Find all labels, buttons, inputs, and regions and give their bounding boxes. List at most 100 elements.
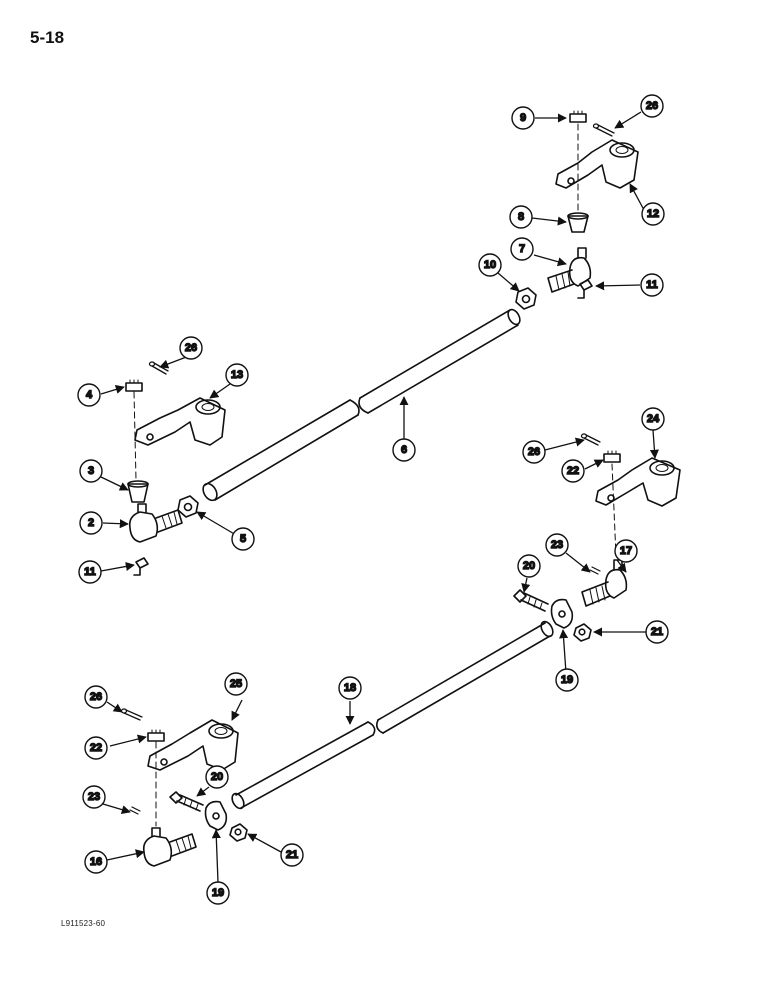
callout-18: 18 [338, 676, 362, 700]
callout-10: 10 [478, 253, 502, 277]
svg-text:12: 12 [647, 208, 659, 220]
clamp-right [550, 598, 574, 629]
svg-text:20: 20 [211, 771, 223, 783]
cotter-pin-2 [592, 123, 615, 137]
svg-text:11: 11 [646, 279, 658, 291]
svg-text:18: 18 [344, 682, 356, 694]
svg-text:24: 24 [647, 413, 660, 425]
callout-21b: 21 [280, 843, 304, 867]
callout-26b: 26 [179, 336, 203, 360]
svg-text:8: 8 [518, 211, 524, 223]
callout-26d: 26 [84, 685, 108, 709]
svg-text:23: 23 [551, 539, 563, 551]
grease-fitting-left [133, 557, 149, 576]
clamp-nut-left [229, 823, 248, 842]
callout-23b: 23 [82, 785, 106, 809]
svg-text:7: 7 [519, 243, 525, 255]
callout-26c: 26 [522, 440, 546, 464]
callout-16: 16 [84, 850, 108, 874]
svg-text:10: 10 [484, 259, 496, 271]
svg-text:21: 21 [651, 626, 663, 638]
cotter-pin-4 [120, 708, 143, 721]
callout-21a: 21 [645, 620, 669, 644]
svg-text:4: 4 [86, 389, 93, 401]
callout-leaders [100, 111, 659, 883]
lower-tie-rod-tube [231, 620, 554, 810]
callout-5: 5 [231, 527, 255, 551]
castle-nut-right-lower [603, 450, 621, 463]
callout-23a: 23 [545, 533, 569, 557]
svg-text:5: 5 [240, 533, 246, 545]
clamp-left [204, 800, 228, 831]
svg-text:21: 21 [286, 849, 298, 861]
castle-nut-left [125, 379, 143, 392]
page-number: 5-18 [30, 28, 65, 47]
left-ball-joint [128, 503, 183, 543]
callout-20a: 20 [517, 554, 541, 578]
callout-11a: 11 [640, 273, 664, 297]
callout-11b: 11 [78, 560, 102, 584]
svg-text:22: 22 [90, 742, 102, 754]
svg-text:9: 9 [520, 112, 526, 124]
callout-22b: 22 [84, 736, 108, 760]
callout-25: 25 [224, 672, 248, 696]
jam-nut-left [177, 495, 199, 518]
callout-2: 2 [79, 511, 103, 535]
svg-text:22: 22 [567, 465, 579, 477]
grease-fitting-left-lower [129, 806, 141, 815]
callout-22a: 22 [561, 459, 585, 483]
grease-fitting-right-lower [589, 566, 601, 575]
svg-text:6: 6 [401, 444, 407, 456]
svg-text:19: 19 [212, 887, 224, 899]
callout-4: 4 [77, 383, 101, 407]
callout-12: 12 [641, 202, 665, 226]
cone-seal-left [127, 480, 149, 503]
clamp-bolt-left [169, 791, 204, 812]
svg-text:20: 20 [523, 560, 535, 572]
castle-nut-right-upper [569, 110, 587, 123]
svg-text:16: 16 [90, 856, 102, 868]
clamp-nut-right [573, 623, 592, 642]
svg-text:26: 26 [646, 100, 658, 112]
callout-26a: 26 [640, 94, 664, 118]
svg-text:25: 25 [230, 678, 242, 690]
svg-text:26: 26 [90, 691, 102, 703]
svg-text:26: 26 [185, 342, 197, 354]
svg-text:3: 3 [88, 465, 94, 477]
callout-6: 6 [392, 438, 416, 462]
cotter-pin-3 [580, 433, 601, 446]
callout-19b: 19 [206, 881, 230, 905]
callout-8: 8 [509, 205, 533, 229]
callout-7: 7 [510, 237, 534, 261]
svg-text:2: 2 [88, 517, 94, 529]
callout-9: 9 [511, 106, 535, 130]
callout-20b: 20 [205, 765, 229, 789]
callout-24: 24 [641, 407, 665, 431]
jam-nut-right [515, 287, 537, 310]
cone-seal-right [567, 212, 589, 233]
svg-text:17: 17 [620, 545, 632, 557]
svg-text:23: 23 [88, 791, 100, 803]
left-lower-steering-arm [147, 719, 239, 771]
left-lower-ball-joint [142, 827, 197, 867]
callout-17: 17 [614, 539, 638, 563]
callout-13: 13 [225, 363, 249, 387]
callout-3: 3 [79, 459, 103, 483]
clamp-bolt-right [513, 589, 549, 612]
upper-tie-rod-tube [202, 308, 521, 502]
left-steering-arm [134, 397, 226, 446]
assembly-centerlines [133, 123, 617, 827]
cotter-pin-1 [148, 361, 169, 375]
svg-text:11: 11 [84, 566, 96, 578]
callouts: 4 9 26 26 13 8 7 10 11 12 6 3 2 5 11 26 … [77, 94, 669, 905]
svg-text:26: 26 [528, 446, 540, 458]
figure-code: L911523-60 [61, 919, 106, 928]
grease-fitting-right [577, 279, 593, 299]
right-lower-steering-arm [595, 457, 681, 507]
right-upper-steering-arm [555, 139, 639, 189]
castle-nut-left-lower [147, 729, 165, 742]
callout-19a: 19 [555, 668, 579, 692]
right-lower-ball-joint [581, 559, 628, 607]
right-upper-ball-joint [547, 247, 592, 293]
